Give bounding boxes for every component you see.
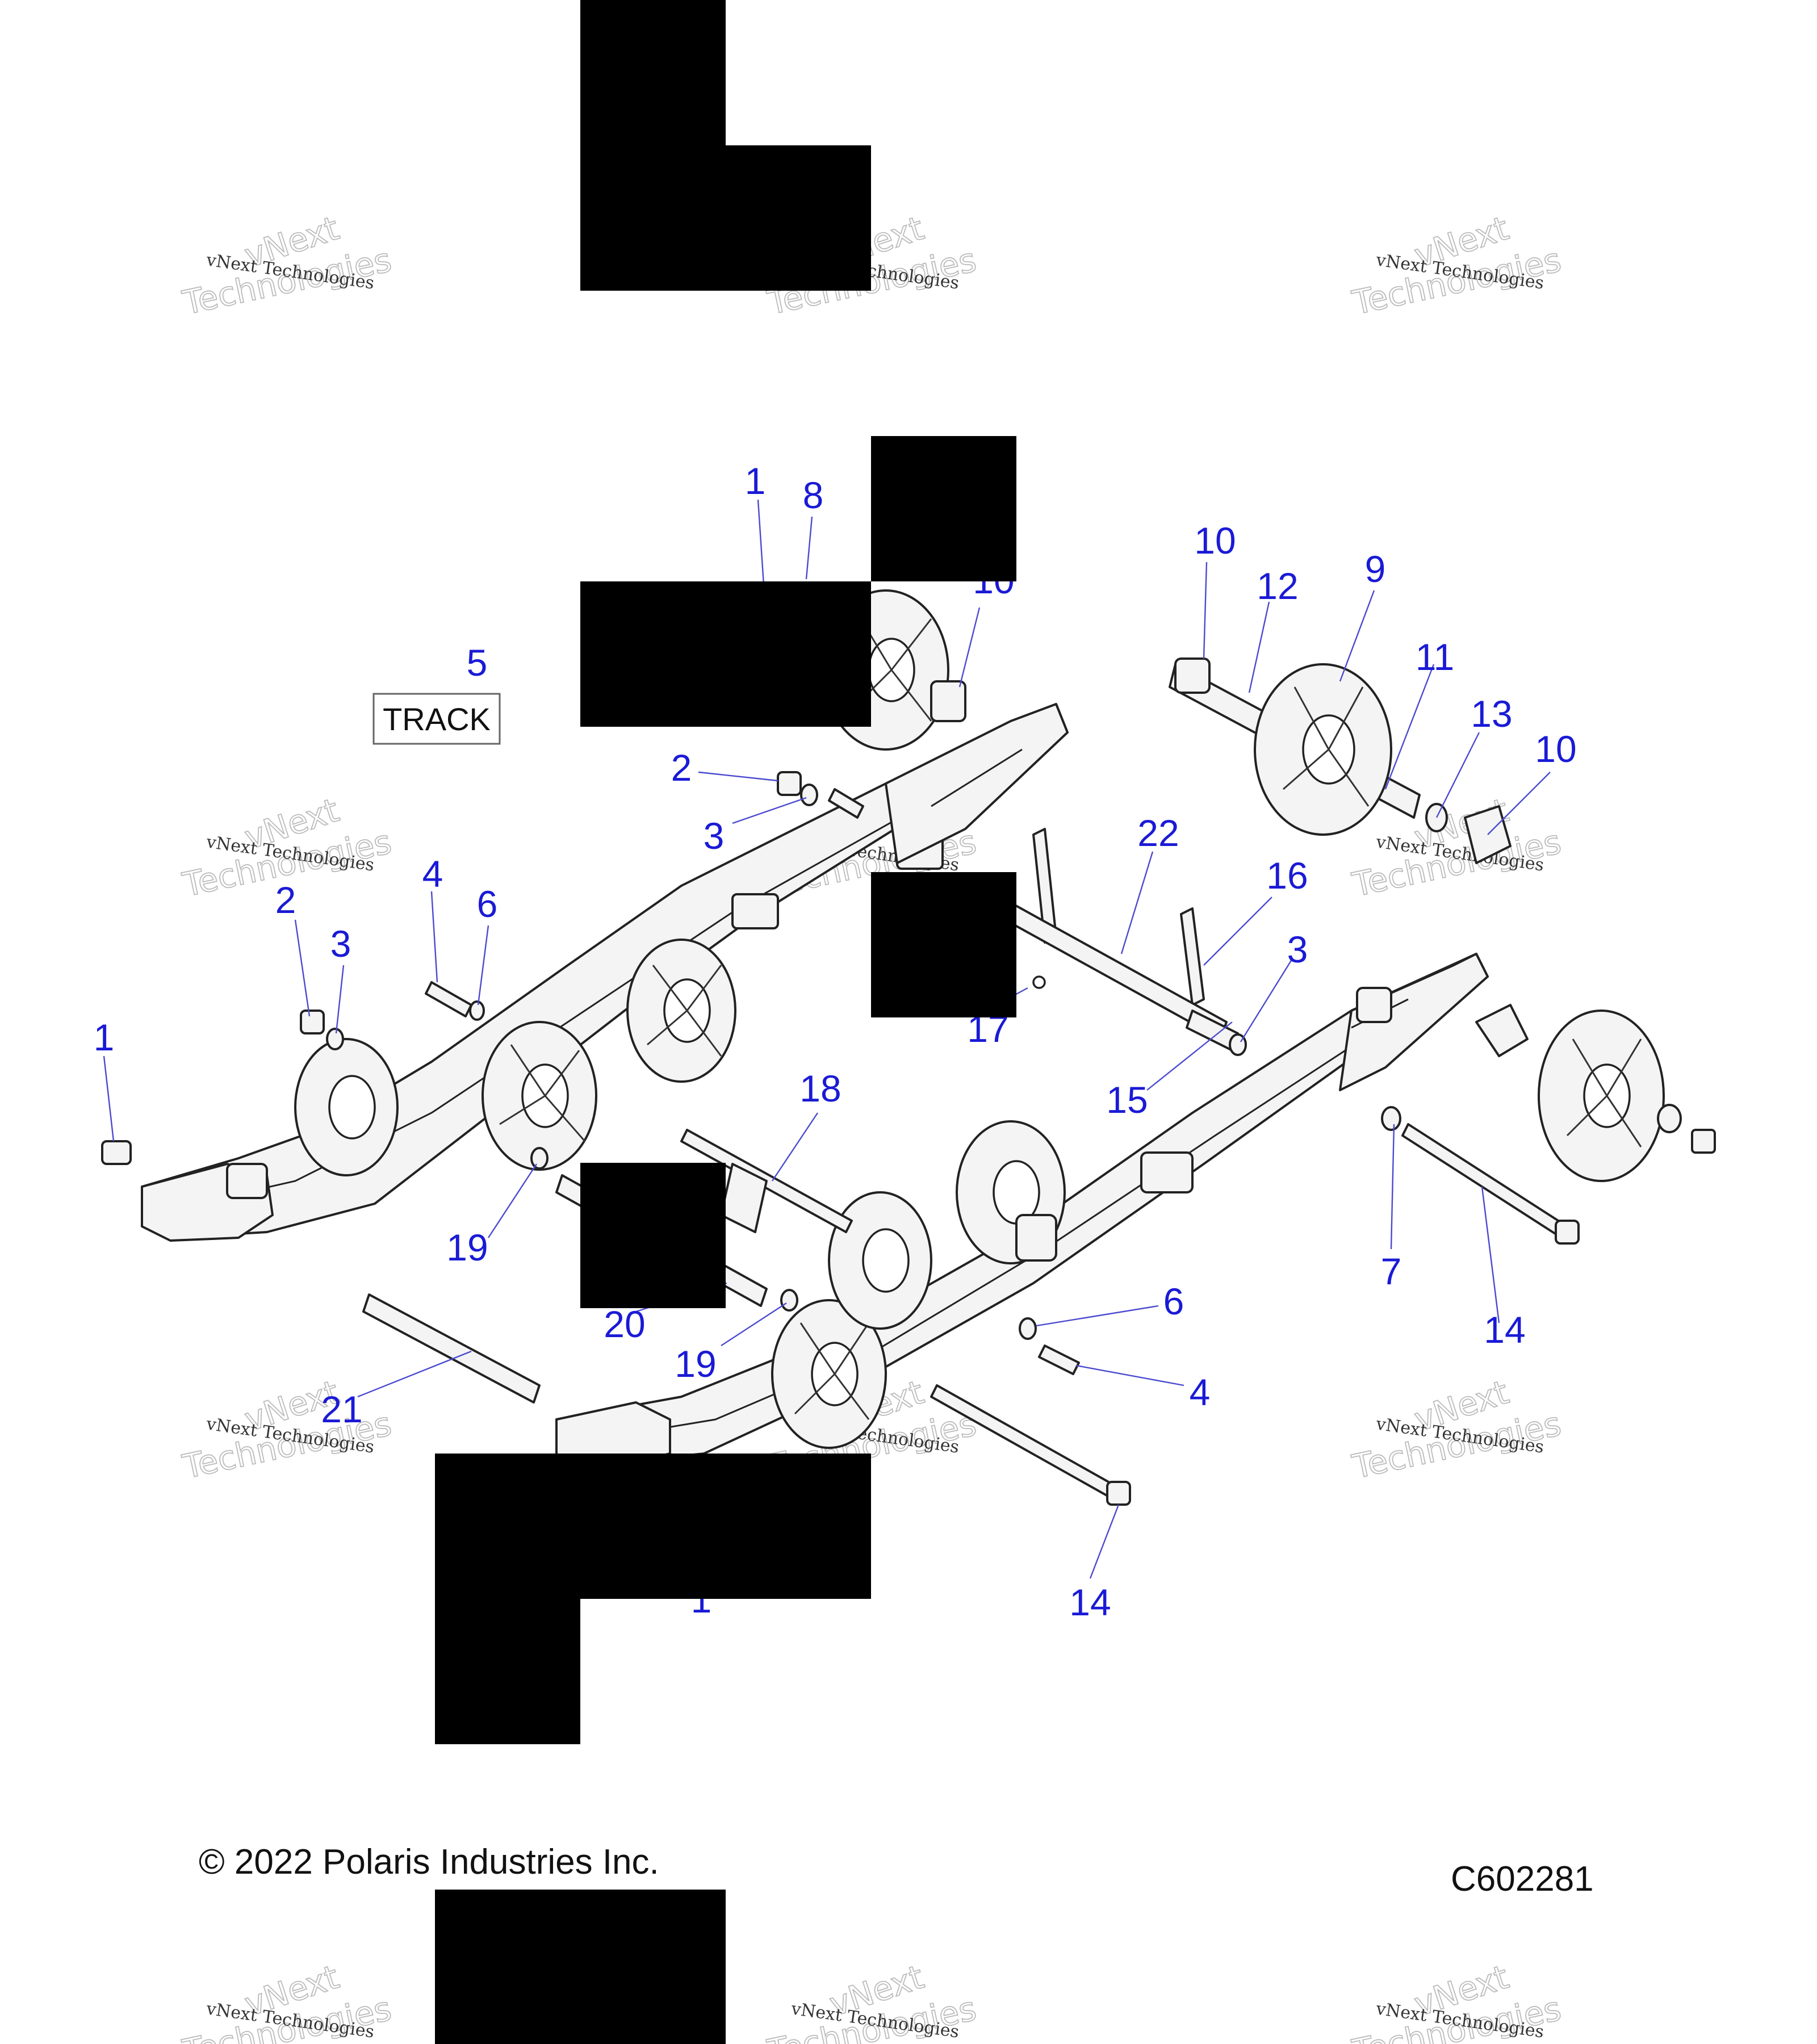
callout-numbers: 1 8 10 5 2 3 12 9 11 13 10 10 2 3 4 6 22… bbox=[94, 460, 1577, 1623]
callout-label: 10 bbox=[1194, 520, 1236, 562]
left-rail-assembly bbox=[141, 589, 1069, 1242]
callout-label: 18 bbox=[799, 1067, 841, 1109]
callout-label: 11 bbox=[1416, 636, 1455, 678]
callout-label: 9 bbox=[1365, 548, 1386, 590]
right-rail-wheel-1 bbox=[771, 1299, 887, 1449]
callout-label: 6 bbox=[477, 883, 498, 925]
callout-label: 14 bbox=[1484, 1309, 1525, 1351]
track-label: TRACK bbox=[383, 701, 491, 737]
callout-label: 7 bbox=[1381, 1250, 1402, 1292]
callout-label: 12 bbox=[1257, 565, 1298, 607]
top-rear-axle-assembly bbox=[1169, 657, 1512, 864]
callout-label: 4 bbox=[1190, 1371, 1211, 1413]
callout-label: 13 bbox=[1471, 693, 1512, 735]
callout-label: 1 bbox=[94, 1016, 115, 1058]
callout-label: 3 bbox=[1287, 928, 1308, 970]
top-axle-wheel bbox=[1254, 663, 1392, 836]
right-rail-wheel-2 bbox=[828, 1191, 932, 1330]
left-rail-wheel-3 bbox=[626, 939, 736, 1083]
callout-label: 19 bbox=[446, 1226, 488, 1268]
callout-label: 20 bbox=[604, 1303, 645, 1345]
right-rear-wheel bbox=[1538, 1010, 1665, 1182]
callout-label: 3 bbox=[330, 923, 351, 965]
right-rail-assembly bbox=[555, 953, 1489, 1466]
callout-label: 3 bbox=[704, 815, 725, 857]
callout-label: 16 bbox=[1266, 855, 1308, 897]
callout-label: 21 bbox=[321, 1388, 362, 1430]
callout-label: 8 bbox=[803, 474, 824, 516]
right-rear-wheel-assembly bbox=[1475, 1004, 1716, 1182]
callout-label: 5 bbox=[467, 642, 488, 684]
left-rail-wheel-2 bbox=[482, 1021, 597, 1171]
copyright-text: © 2022 Polaris Industries Inc. bbox=[199, 1842, 659, 1882]
callout-label: 4 bbox=[422, 853, 443, 895]
redaction-blocks bbox=[435, 0, 1016, 2044]
track-label-box: TRACK bbox=[372, 693, 501, 745]
callout-label: 6 bbox=[1163, 1280, 1184, 1322]
callout-label: 22 bbox=[1137, 812, 1179, 854]
callout-label: 14 bbox=[1069, 1581, 1111, 1623]
callout-label: 15 bbox=[1106, 1079, 1148, 1121]
cross-shaft-assembly bbox=[1004, 828, 1239, 1052]
callout-label: 19 bbox=[675, 1343, 716, 1385]
diagram-code: C602281 bbox=[1451, 1859, 1594, 1899]
callout-label: 1 bbox=[745, 460, 766, 502]
callout-label: 2 bbox=[275, 879, 296, 921]
left-rail-wheel-1 bbox=[294, 1038, 399, 1176]
callout-label: 2 bbox=[671, 747, 692, 789]
callout-label: 10 bbox=[1535, 728, 1576, 770]
